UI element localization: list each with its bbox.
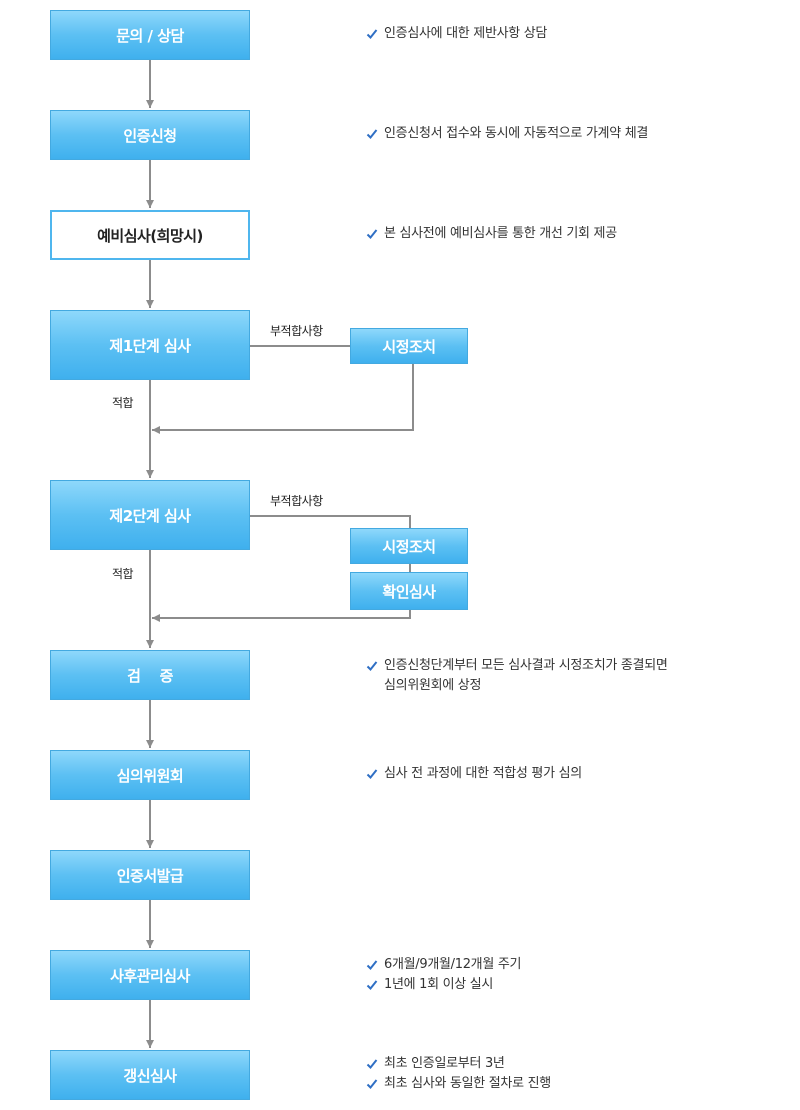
step-committee-label: 심의위원회 [116, 766, 184, 785]
step-preliminary: 예비심사(희망시) [50, 210, 250, 260]
note-renewal: 최초 인증일로부터 3년 최초 심사와 동일한 절차로 진행 [366, 1054, 551, 1094]
note-committee-text: 심사 전 과정에 대한 적합성 평가 심의 [384, 766, 582, 781]
check-icon [366, 229, 378, 239]
step-apply-label: 인증신청 [123, 126, 177, 145]
check-icon [366, 29, 378, 39]
check-icon [366, 960, 378, 970]
note-committee: 심사 전 과정에 대한 적합성 평가 심의 [366, 764, 582, 784]
step-renewal: 갱신심사 [50, 1050, 250, 1100]
step-stage1-label: 제1단계 심사 [109, 336, 191, 355]
check-icon [366, 769, 378, 779]
corrective-action-box-2: 시정조치 [350, 528, 468, 564]
step-preliminary-label: 예비심사(희망시) [97, 226, 203, 245]
check-icon [366, 129, 378, 139]
step-stage2-label: 제2단계 심사 [109, 506, 191, 525]
note-preliminary: 본 심사전에 예비심사를 통한 개선 기회 제공 [366, 224, 617, 244]
note-apply: 인증신청서 접수와 동시에 자동적으로 가계약 체결 [366, 124, 648, 144]
note-verify-text-1: 인증신청단계부터 모든 심사결과 시정조치가 종결되면 [384, 658, 668, 673]
check-icon [366, 661, 378, 671]
note-inquiry-text: 인증심사에 대한 제반사항 상담 [384, 26, 548, 41]
note-apply-text: 인증신청서 접수와 동시에 자동적으로 가계약 체결 [384, 126, 649, 141]
note-renewal-text-2: 최초 심사와 동일한 절차로 진행 [384, 1076, 551, 1091]
step-verify-label: 검 증 [127, 666, 173, 685]
edge-label-conform-1: 적합 [112, 396, 134, 410]
note-verify-text-2: 심의위원회에 상정 [384, 678, 482, 693]
line-corrective1-return [152, 364, 414, 434]
step-renewal-label: 갱신심사 [123, 1066, 177, 1085]
line-confirm-return [152, 610, 411, 622]
confirm-audit-label: 확인심사 [382, 582, 436, 601]
step-followup: 사후관리심사 [50, 950, 250, 1000]
corrective-action-label-2: 시정조치 [382, 537, 436, 556]
edge-label-nonconform-2: 부적합사항 [270, 494, 323, 508]
step-stage2: 제2단계 심사 [50, 480, 250, 550]
step-apply: 인증신청 [50, 110, 250, 160]
step-committee: 심의위원회 [50, 750, 250, 800]
step-inquiry: 문의 / 상담 [50, 10, 250, 60]
note-followup-text-1: 6개월/9개월/12개월 주기 [384, 957, 522, 972]
line-stage2-to-corrective [250, 515, 411, 528]
note-inquiry: 인증심사에 대한 제반사항 상담 [366, 24, 547, 44]
step-issue-label: 인증서발급 [116, 866, 184, 885]
note-preliminary-text: 본 심사전에 예비심사를 통한 개선 기회 제공 [384, 226, 617, 241]
step-issue: 인증서발급 [50, 850, 250, 900]
step-inquiry-label: 문의 / 상담 [116, 26, 184, 45]
step-stage1: 제1단계 심사 [50, 310, 250, 380]
check-icon [366, 1079, 378, 1089]
note-followup: 6개월/9개월/12개월 주기 1년에 1회 이상 실시 [366, 955, 521, 995]
confirm-audit-box: 확인심사 [350, 572, 468, 610]
corrective-action-box-1: 시정조치 [350, 328, 468, 364]
note-verify: 인증신청단계부터 모든 심사결과 시정조치가 종결되면 심의위원회에 상정 [366, 656, 668, 696]
corrective-action-label-1: 시정조치 [382, 337, 436, 356]
edge-label-conform-2: 적합 [112, 567, 134, 581]
step-followup-label: 사후관리심사 [110, 966, 190, 985]
step-verify: 검 증 [50, 650, 250, 700]
note-renewal-text-1: 최초 인증일로부터 3년 [384, 1056, 505, 1071]
edge-label-nonconform-1: 부적합사항 [270, 324, 323, 338]
note-followup-text-2: 1년에 1회 이상 실시 [384, 977, 494, 992]
check-icon [366, 980, 378, 990]
check-icon [366, 1059, 378, 1069]
